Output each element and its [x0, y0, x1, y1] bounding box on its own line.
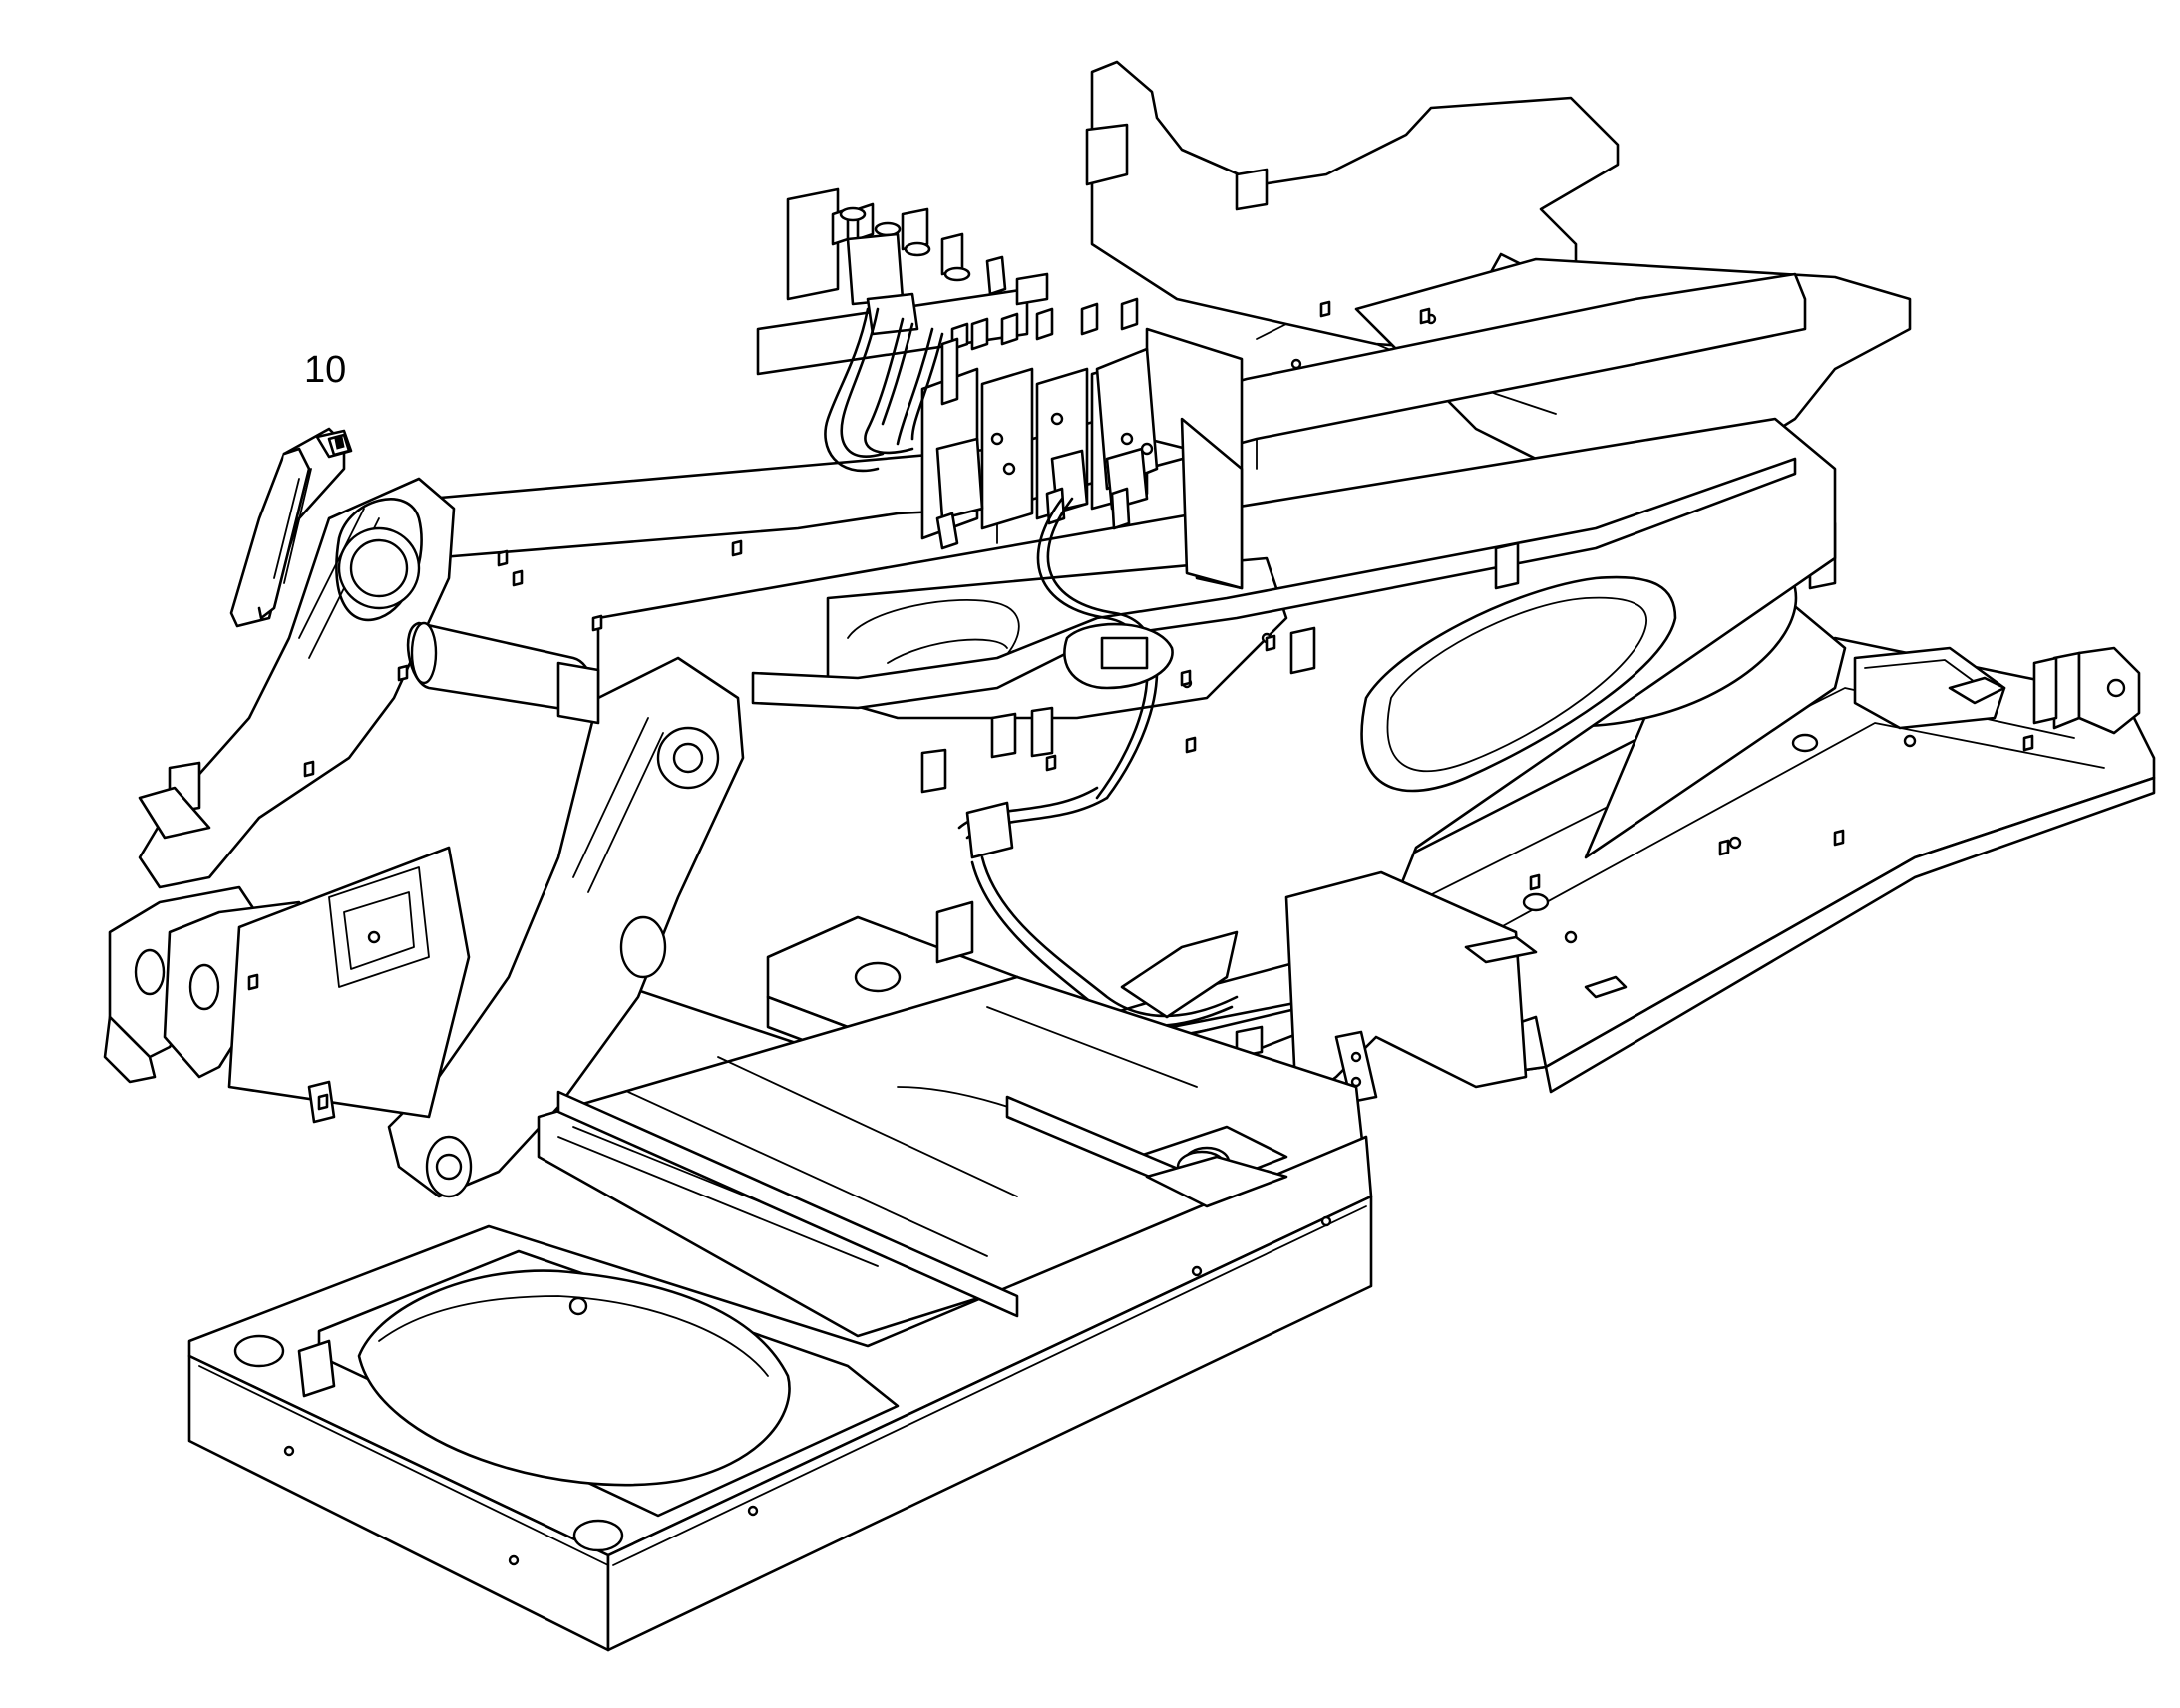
- boom-mount-front-pillar: [387, 656, 745, 1198]
- boom-cross-tube: [406, 621, 600, 725]
- boom-foot-housing: [227, 846, 471, 1124]
- valve-spools: [831, 202, 1007, 336]
- hose-clamp: [1063, 622, 1174, 690]
- front-base-inner-frame: [297, 1249, 900, 1518]
- part-10-handle: [229, 427, 353, 628]
- control-valve-assembly: [756, 187, 1244, 590]
- boom-mount-rear-pillar: [138, 477, 456, 889]
- valve-hoses: [824, 307, 1159, 800]
- fastener-details: [247, 300, 2034, 1111]
- callout-label-10: 10: [304, 349, 347, 391]
- front-cross-members: [556, 1056, 1288, 1318]
